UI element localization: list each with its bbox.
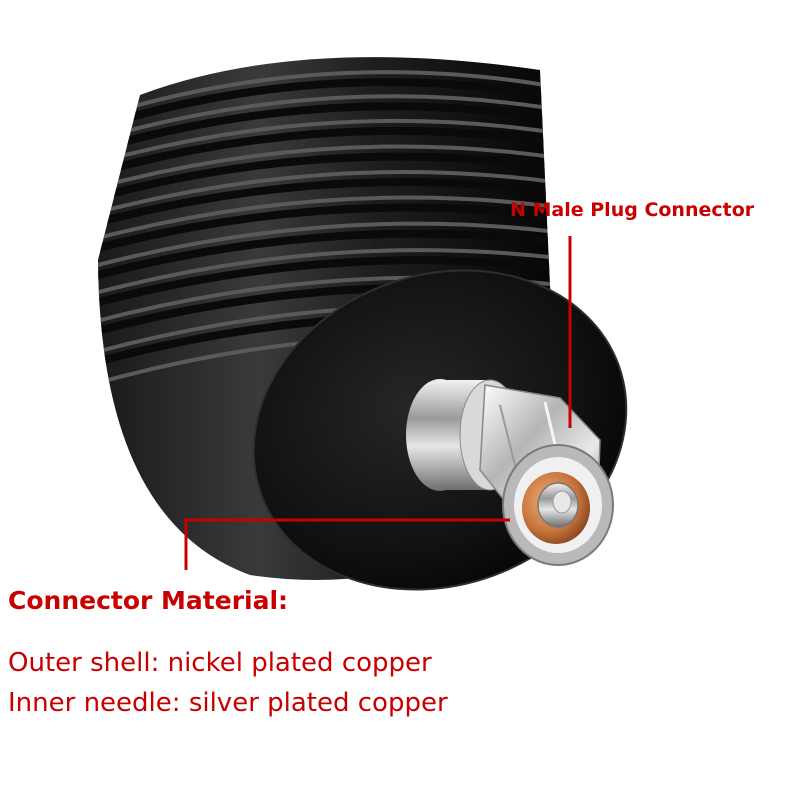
inner-needle-part: Inner needle — [8, 688, 172, 718]
n-male-plug-connector-label: N Male Plug Connector — [510, 199, 755, 221]
callout-material-line — [184, 518, 510, 570]
inner-needle-spec: Inner needle: silver plated copper — [8, 688, 448, 718]
outer-shell-material: nickel plated copper — [167, 648, 432, 678]
outer-shell-separator: : — [150, 648, 160, 678]
n-male-connector — [406, 379, 614, 566]
outer-shell-spec: Outer shell: nickel plated copper — [8, 648, 432, 678]
connector-material-heading: Connector Material: — [8, 586, 289, 615]
outer-shell-part: Outer shell — [8, 648, 151, 678]
inner-needle-separator: : — [171, 688, 181, 718]
inner-needle-material: silver plated copper — [188, 688, 448, 718]
